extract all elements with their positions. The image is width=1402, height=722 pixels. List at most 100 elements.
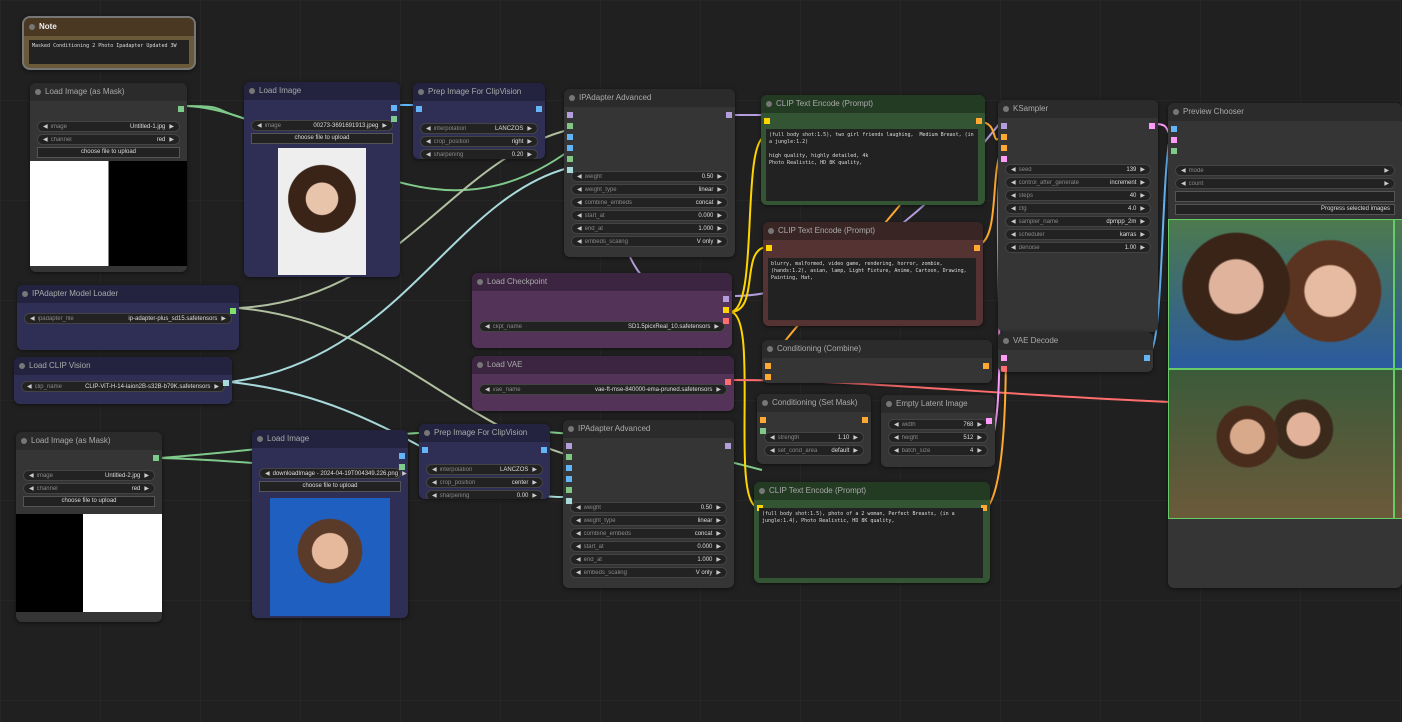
output-slot[interactable] [725,379,731,385]
node-clip3[interactable]: CLIP Text Encode (Prompt)(full body shot… [754,482,990,583]
decrement-arrow-icon[interactable]: ◀ [577,226,582,232]
output-slot[interactable] [391,116,397,122]
increment-arrow-icon[interactable]: ▶ [717,226,722,232]
node-title[interactable]: IPAdapter Advanced [563,420,734,438]
node-preview[interactable]: Preview Chooser◀mode▶◀count▶Progress sel… [1168,103,1402,588]
input-slot[interactable] [1171,126,1177,132]
decrement-arrow-icon[interactable]: ◀ [1011,180,1016,186]
decrement-arrow-icon[interactable]: ◀ [1011,245,1016,251]
increment-arrow-icon[interactable]: ▶ [717,174,722,180]
output-slot[interactable] [726,112,732,118]
decrement-arrow-icon[interactable]: ◀ [30,316,35,322]
decrement-arrow-icon[interactable]: ◀ [576,570,581,576]
increment-arrow-icon[interactable]: ▶ [853,448,858,454]
node-title[interactable]: Load Image [252,430,408,448]
upload-button[interactable]: choose file to upload [23,496,155,507]
decrement-arrow-icon[interactable]: ◀ [1011,206,1016,212]
increment-arrow-icon[interactable]: ▶ [144,473,149,479]
output-slot[interactable] [541,447,547,453]
node-title[interactable]: KSampler [998,100,1158,118]
output-slot[interactable] [723,318,729,324]
input-slot[interactable] [766,245,772,251]
decrement-arrow-icon[interactable]: ◀ [577,174,582,180]
node-title[interactable]: VAE Decode [998,332,1153,350]
increment-arrow-icon[interactable]: ▶ [714,324,719,330]
output-slot[interactable] [1149,123,1155,129]
input-slot[interactable] [566,443,572,449]
decrement-arrow-icon[interactable]: ◀ [426,139,431,145]
input-slot[interactable] [765,363,771,369]
output-slot[interactable] [976,118,982,124]
output-slot[interactable] [153,455,159,461]
increment-arrow-icon[interactable]: ▶ [977,448,982,454]
input-slot[interactable] [1001,145,1007,151]
upload-button[interactable]: choose file to upload [259,481,401,492]
decrement-arrow-icon[interactable]: ◀ [770,435,775,441]
increment-arrow-icon[interactable]: ▶ [527,139,532,145]
prompt-textarea[interactable]: (full body shot:1.5), photo of a 2 woman… [759,508,983,578]
decrement-arrow-icon[interactable]: ◀ [576,531,581,537]
input-slot[interactable] [1171,137,1177,143]
increment-arrow-icon[interactable]: ▶ [716,505,721,511]
input-slot[interactable] [567,145,573,151]
increment-arrow-icon[interactable]: ▶ [717,200,722,206]
increment-arrow-icon[interactable]: ▶ [977,435,982,441]
node-clip1[interactable]: CLIP Text Encode (Prompt)(full body shot… [761,95,985,205]
node-title[interactable]: Load Image (as Mask) [16,432,162,450]
decrement-arrow-icon[interactable]: ◀ [432,480,437,486]
node-vaedecode[interactable]: VAE Decode [998,332,1153,372]
node-title[interactable]: Empty Latent Image [881,395,995,413]
output-slot[interactable] [1144,355,1150,361]
decrement-arrow-icon[interactable]: ◀ [265,471,270,477]
increment-arrow-icon[interactable]: ▶ [1140,232,1145,238]
decrement-arrow-icon[interactable]: ◀ [29,473,34,479]
input-slot[interactable] [1001,366,1007,372]
increment-arrow-icon[interactable]: ▶ [853,435,858,441]
decrement-arrow-icon[interactable]: ◀ [1011,232,1016,238]
node-title[interactable]: Preview Chooser [1168,103,1402,121]
upload-button[interactable]: Progress selected images [1175,204,1395,215]
increment-arrow-icon[interactable]: ▶ [717,239,722,245]
increment-arrow-icon[interactable]: ▶ [144,486,149,492]
increment-arrow-icon[interactable]: ▶ [532,467,537,473]
output-slot[interactable] [723,307,729,313]
input-slot[interactable] [1001,123,1007,129]
node-title[interactable]: Load Image (as Mask) [30,83,187,101]
input-slot[interactable] [567,123,573,129]
decrement-arrow-icon[interactable]: ◀ [1011,193,1016,199]
node-clip2[interactable]: CLIP Text Encode (Prompt)blurry, malform… [763,222,983,326]
increment-arrow-icon[interactable]: ▶ [977,422,982,428]
upload-button[interactable]: choose file to upload [37,147,180,158]
output-slot[interactable] [725,443,731,449]
input-slot[interactable] [760,417,766,423]
node-title[interactable]: Prep Image For ClipVision [413,83,545,101]
generated-image-thumb[interactable] [1394,219,1402,369]
output-slot[interactable] [399,464,405,470]
increment-arrow-icon[interactable]: ▶ [169,124,174,130]
decrement-arrow-icon[interactable]: ◀ [1011,219,1016,225]
increment-arrow-icon[interactable]: ▶ [1140,245,1145,251]
input-slot[interactable] [422,447,428,453]
input-slot[interactable] [764,118,770,124]
input-slot[interactable] [567,112,573,118]
node-title[interactable]: Load VAE [472,356,734,374]
input-slot[interactable] [567,156,573,162]
decrement-arrow-icon[interactable]: ◀ [43,124,48,130]
input-slot[interactable] [1001,134,1007,140]
